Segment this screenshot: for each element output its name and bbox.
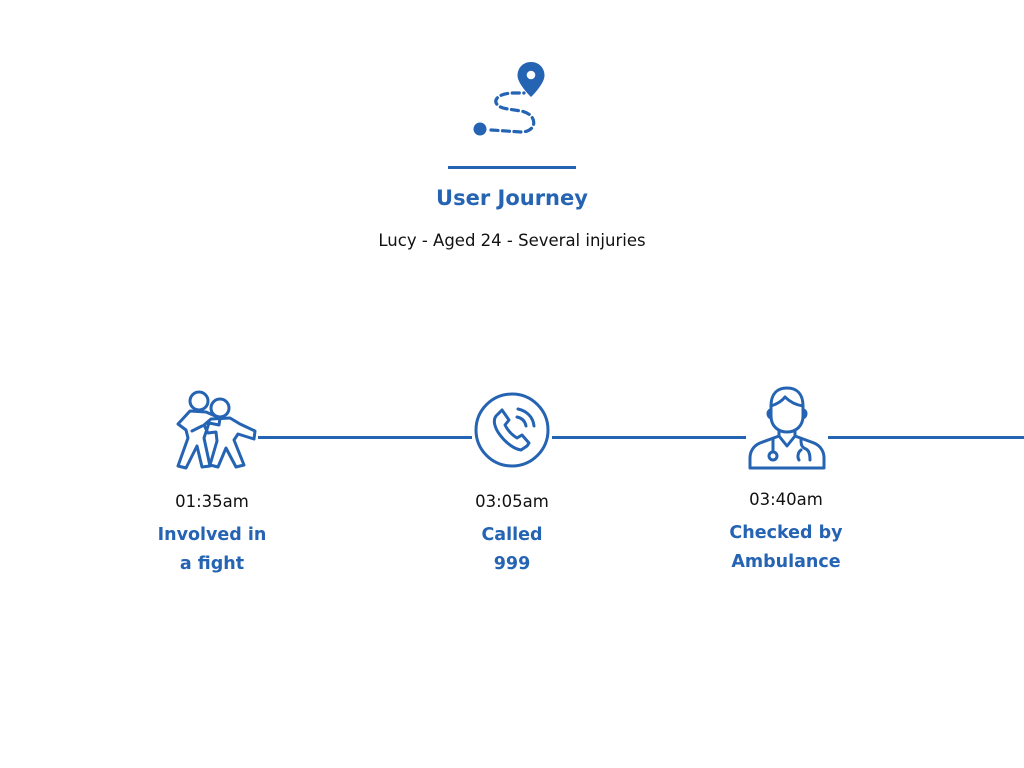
persona-summary: Lucy - Aged 24 - Several injuries (378, 231, 646, 250)
step-label-line: Ambulance (731, 552, 841, 572)
step-time: 01:35am (175, 492, 249, 511)
step-label-line: a fight (179, 554, 245, 574)
step-label-line: Involved in (157, 525, 267, 545)
step-label: Checked by Ambulance (686, 519, 886, 577)
step-label-line: Called (481, 525, 543, 545)
step-label: Involved in a fight (112, 521, 312, 579)
people-fighting-icon (164, 388, 258, 472)
doctor-stethoscope-icon (746, 384, 828, 472)
step-label: Called 999 (412, 521, 612, 579)
step-time: 03:40am (749, 490, 823, 509)
map-route-pin-icon (473, 62, 545, 136)
step-label-line: 999 (493, 554, 531, 574)
step-time: 03:05am (475, 492, 549, 511)
timeline-line (248, 436, 1024, 439)
header-divider (448, 166, 576, 169)
phone-call-icon (472, 390, 552, 470)
page-title: User Journey (436, 186, 588, 210)
step-label-line: Checked by (729, 523, 843, 543)
